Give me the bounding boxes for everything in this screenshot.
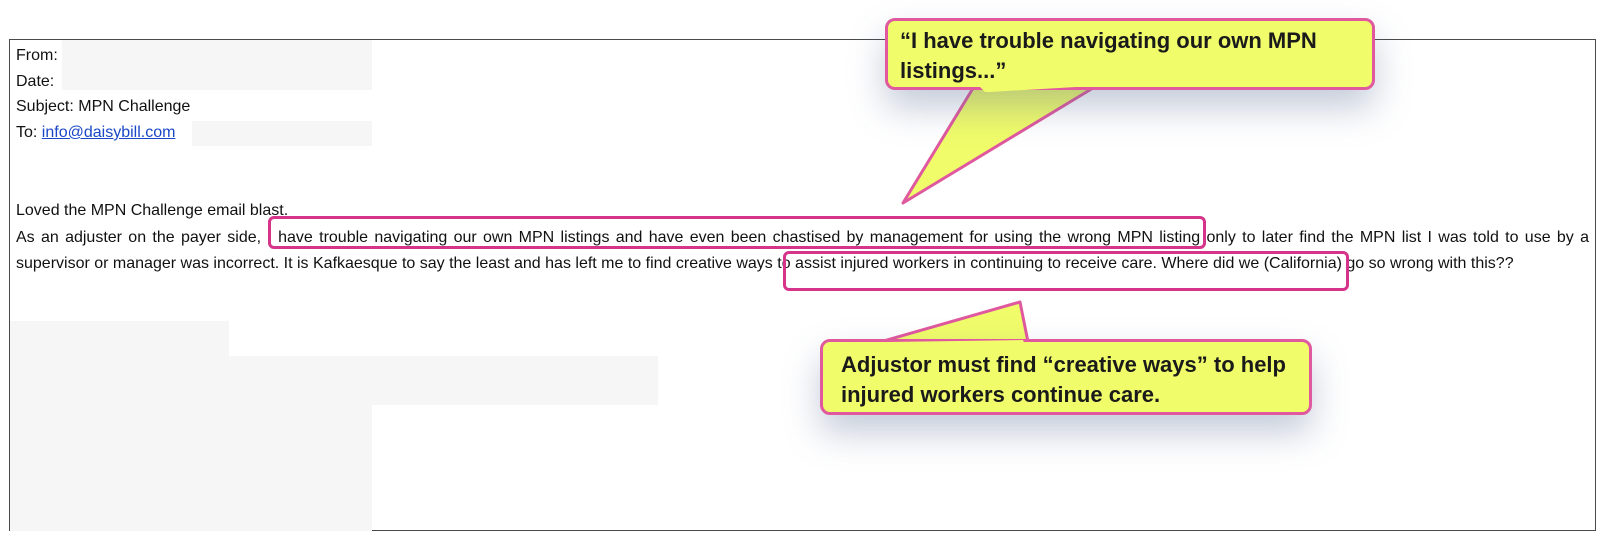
subject-line: Subject: MPN Challenge (16, 98, 191, 115)
body-highlight-2: find creative ways to assist injured wor… (645, 255, 1157, 272)
from-label: From: (16, 47, 58, 64)
redacted-signature-block-2 (10, 356, 658, 405)
redacted-signature-block-1 (10, 321, 229, 357)
body-highlight-1: I have trouble navigating our own MPN li… (267, 228, 1153, 246)
email-body: Loved the MPN Challenge email blast. As … (16, 198, 1589, 278)
email-frame: From: Date: Subject: MPN Challenge To: i… (9, 39, 1596, 531)
redacted-recipient-block (192, 121, 372, 146)
recipient-email-link[interactable]: info@daisybill.com (41, 124, 176, 141)
bottom-pointer-join (886, 340, 1025, 345)
greeting-line: Loved the MPN Challenge email blast. (16, 202, 289, 219)
body-part-1: As an adjuster on the payer side, (16, 228, 268, 246)
redacted-sender-block (62, 40, 372, 90)
redacted-signature-block-3 (10, 404, 372, 531)
highlight-box-creative-ways (783, 251, 1349, 291)
to-line: To: info@daisybill.com (16, 123, 175, 143)
highlight-box-trouble-navigating (268, 216, 1206, 249)
date-line: Date: (16, 72, 54, 92)
top-pointer-join (979, 86, 1093, 92)
body-part-3: Where did we (California) go so wrong wi… (1156, 255, 1514, 272)
date-label: Date: (16, 73, 55, 90)
callout-bottom: Adjustor must find “creative ways” to he… (820, 339, 1312, 415)
body-part-2: listing only to later find the MPN list … (16, 228, 1590, 273)
body-paragraph: As an adjuster on the payer side, I have… (16, 225, 1589, 278)
callout-top: “I have trouble navigating our own MPN l… (885, 18, 1375, 90)
to-label: To: (16, 124, 38, 141)
from-line: From: (16, 46, 58, 66)
